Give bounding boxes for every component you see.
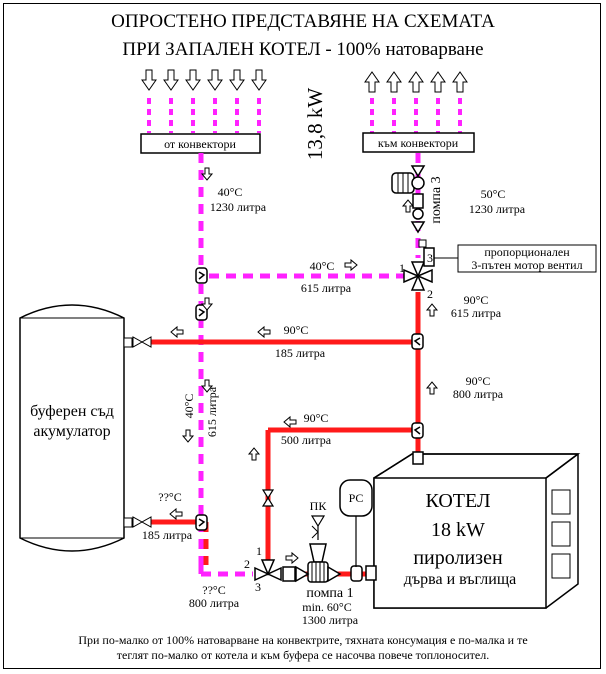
buffer-bottom-temp: ??°C: [158, 490, 181, 504]
buffer-return-temp: 40°C: [182, 394, 196, 419]
valve-caption-line1: пропорционален: [484, 245, 570, 259]
bottom-return-temp: ??°C: [202, 583, 225, 597]
safety-valve-label: ПК: [310, 499, 328, 513]
boiler-return-tee-icon: [350, 565, 363, 582]
valve-top-port1: 1: [399, 261, 405, 275]
tee-buffer-top-icon: [411, 333, 424, 350]
expansion-vessel: [339, 479, 373, 567]
footer-line2: теглят по-малко от котела и към буфера с…: [117, 648, 489, 662]
to-convectors-label: към конвектори: [378, 136, 459, 150]
boiler-line2: 18 kW: [431, 519, 485, 541]
safety-valve: [310, 515, 326, 540]
to-valve-bottom-temp: 90°C: [304, 411, 329, 425]
buffer-tank: буферен съд акумулатор: [19, 304, 125, 552]
tee-valve-bottom-icon: [411, 422, 424, 439]
valve-bottom-port1: 1: [256, 544, 262, 558]
branch-valve-icon: [261, 489, 275, 507]
to-buffer-temp: 90°C: [284, 323, 309, 337]
buffer-nozzle-top: [123, 337, 133, 348]
buffer-bottom-flow: 185 литра: [142, 528, 193, 542]
pump1-min-temp: min. 60°C: [302, 600, 351, 614]
motor-valve-bottom: [254, 559, 282, 582]
return-temp: 40°C: [218, 185, 243, 199]
pump1-label: помпа 1: [306, 586, 353, 601]
pump3: [391, 165, 426, 234]
to-buffer-flow: 185 литра: [275, 346, 326, 360]
valve-bottom-port3: 3: [255, 580, 261, 594]
boiler-line4: дърва и въглища: [404, 571, 517, 588]
bypass-temp: 40°C: [310, 259, 335, 273]
from-convectors-legs: [141, 69, 267, 133]
from-convectors-label: от конвектори: [164, 137, 236, 151]
valve-bottom-port2: 2: [244, 557, 250, 571]
riser-flow: 615 литра: [451, 306, 502, 320]
boiler-riser-temp: 90°C: [466, 374, 491, 388]
boiler-riser-flow: 800 литра: [453, 387, 504, 401]
pump3-label: помпа 3: [429, 176, 444, 223]
pump3-flow: 1230 литра: [469, 202, 526, 216]
return-pipe: [198, 153, 404, 577]
buffer-return-flow: 615 литра: [205, 386, 219, 437]
power-label: 13,8 kW: [303, 88, 327, 161]
valve-top-port3: 3: [427, 251, 433, 265]
pump3-temp: 50°C: [481, 187, 506, 201]
buffer-bottom-valve-icon: [132, 516, 152, 528]
valve-caption-box: [457, 244, 597, 273]
buffer-nozzle-bottom: [123, 517, 133, 528]
boiler-line3: пиролизен: [413, 547, 503, 569]
title-line1: ОПРОСТЕНО ПРЕДСТАВЯНЕ НА СХЕМАТА: [111, 11, 495, 32]
title-line2: ПРИ ЗАПАЛЕН КОТЕЛ - 100% натоварване: [122, 39, 483, 60]
tee-return-top-icon: [195, 267, 208, 284]
to-convectors-manifold: [362, 132, 475, 153]
pump1: [282, 543, 342, 583]
riser-temp: 90°C: [464, 293, 489, 307]
valve-caption-line2: 3-пътен мотор вентил: [471, 258, 582, 272]
check-valve-buffer-bottom-icon: [195, 514, 208, 531]
pump1-flow: 1300 литра: [302, 613, 359, 627]
buffer-tank-label-1: буферен съд: [30, 403, 114, 420]
to-convectors-legs: [364, 71, 468, 133]
buffer-tank-label-2: акумулатор: [33, 423, 110, 440]
flow-arrows: [169, 167, 439, 565]
boiler-line1: КОТЕЛ: [425, 490, 490, 512]
motor-valve-top: [403, 239, 435, 291]
return-flow: 1230 литра: [210, 200, 267, 214]
buffer-top-valve-icon: [132, 336, 152, 348]
footer-line1: При по-малко от 100% натоварване на конв…: [78, 633, 527, 647]
check-valve-return-icon: [195, 304, 208, 321]
expansion-vessel-label: РС: [349, 491, 364, 505]
boiler: [365, 451, 581, 609]
to-valve-bottom-flow: 500 литра: [281, 433, 332, 447]
bottom-return-flow: 800 литра: [189, 596, 240, 610]
valve-top-port2: 2: [427, 287, 433, 301]
bypass-flow: 615 литра: [301, 281, 352, 295]
